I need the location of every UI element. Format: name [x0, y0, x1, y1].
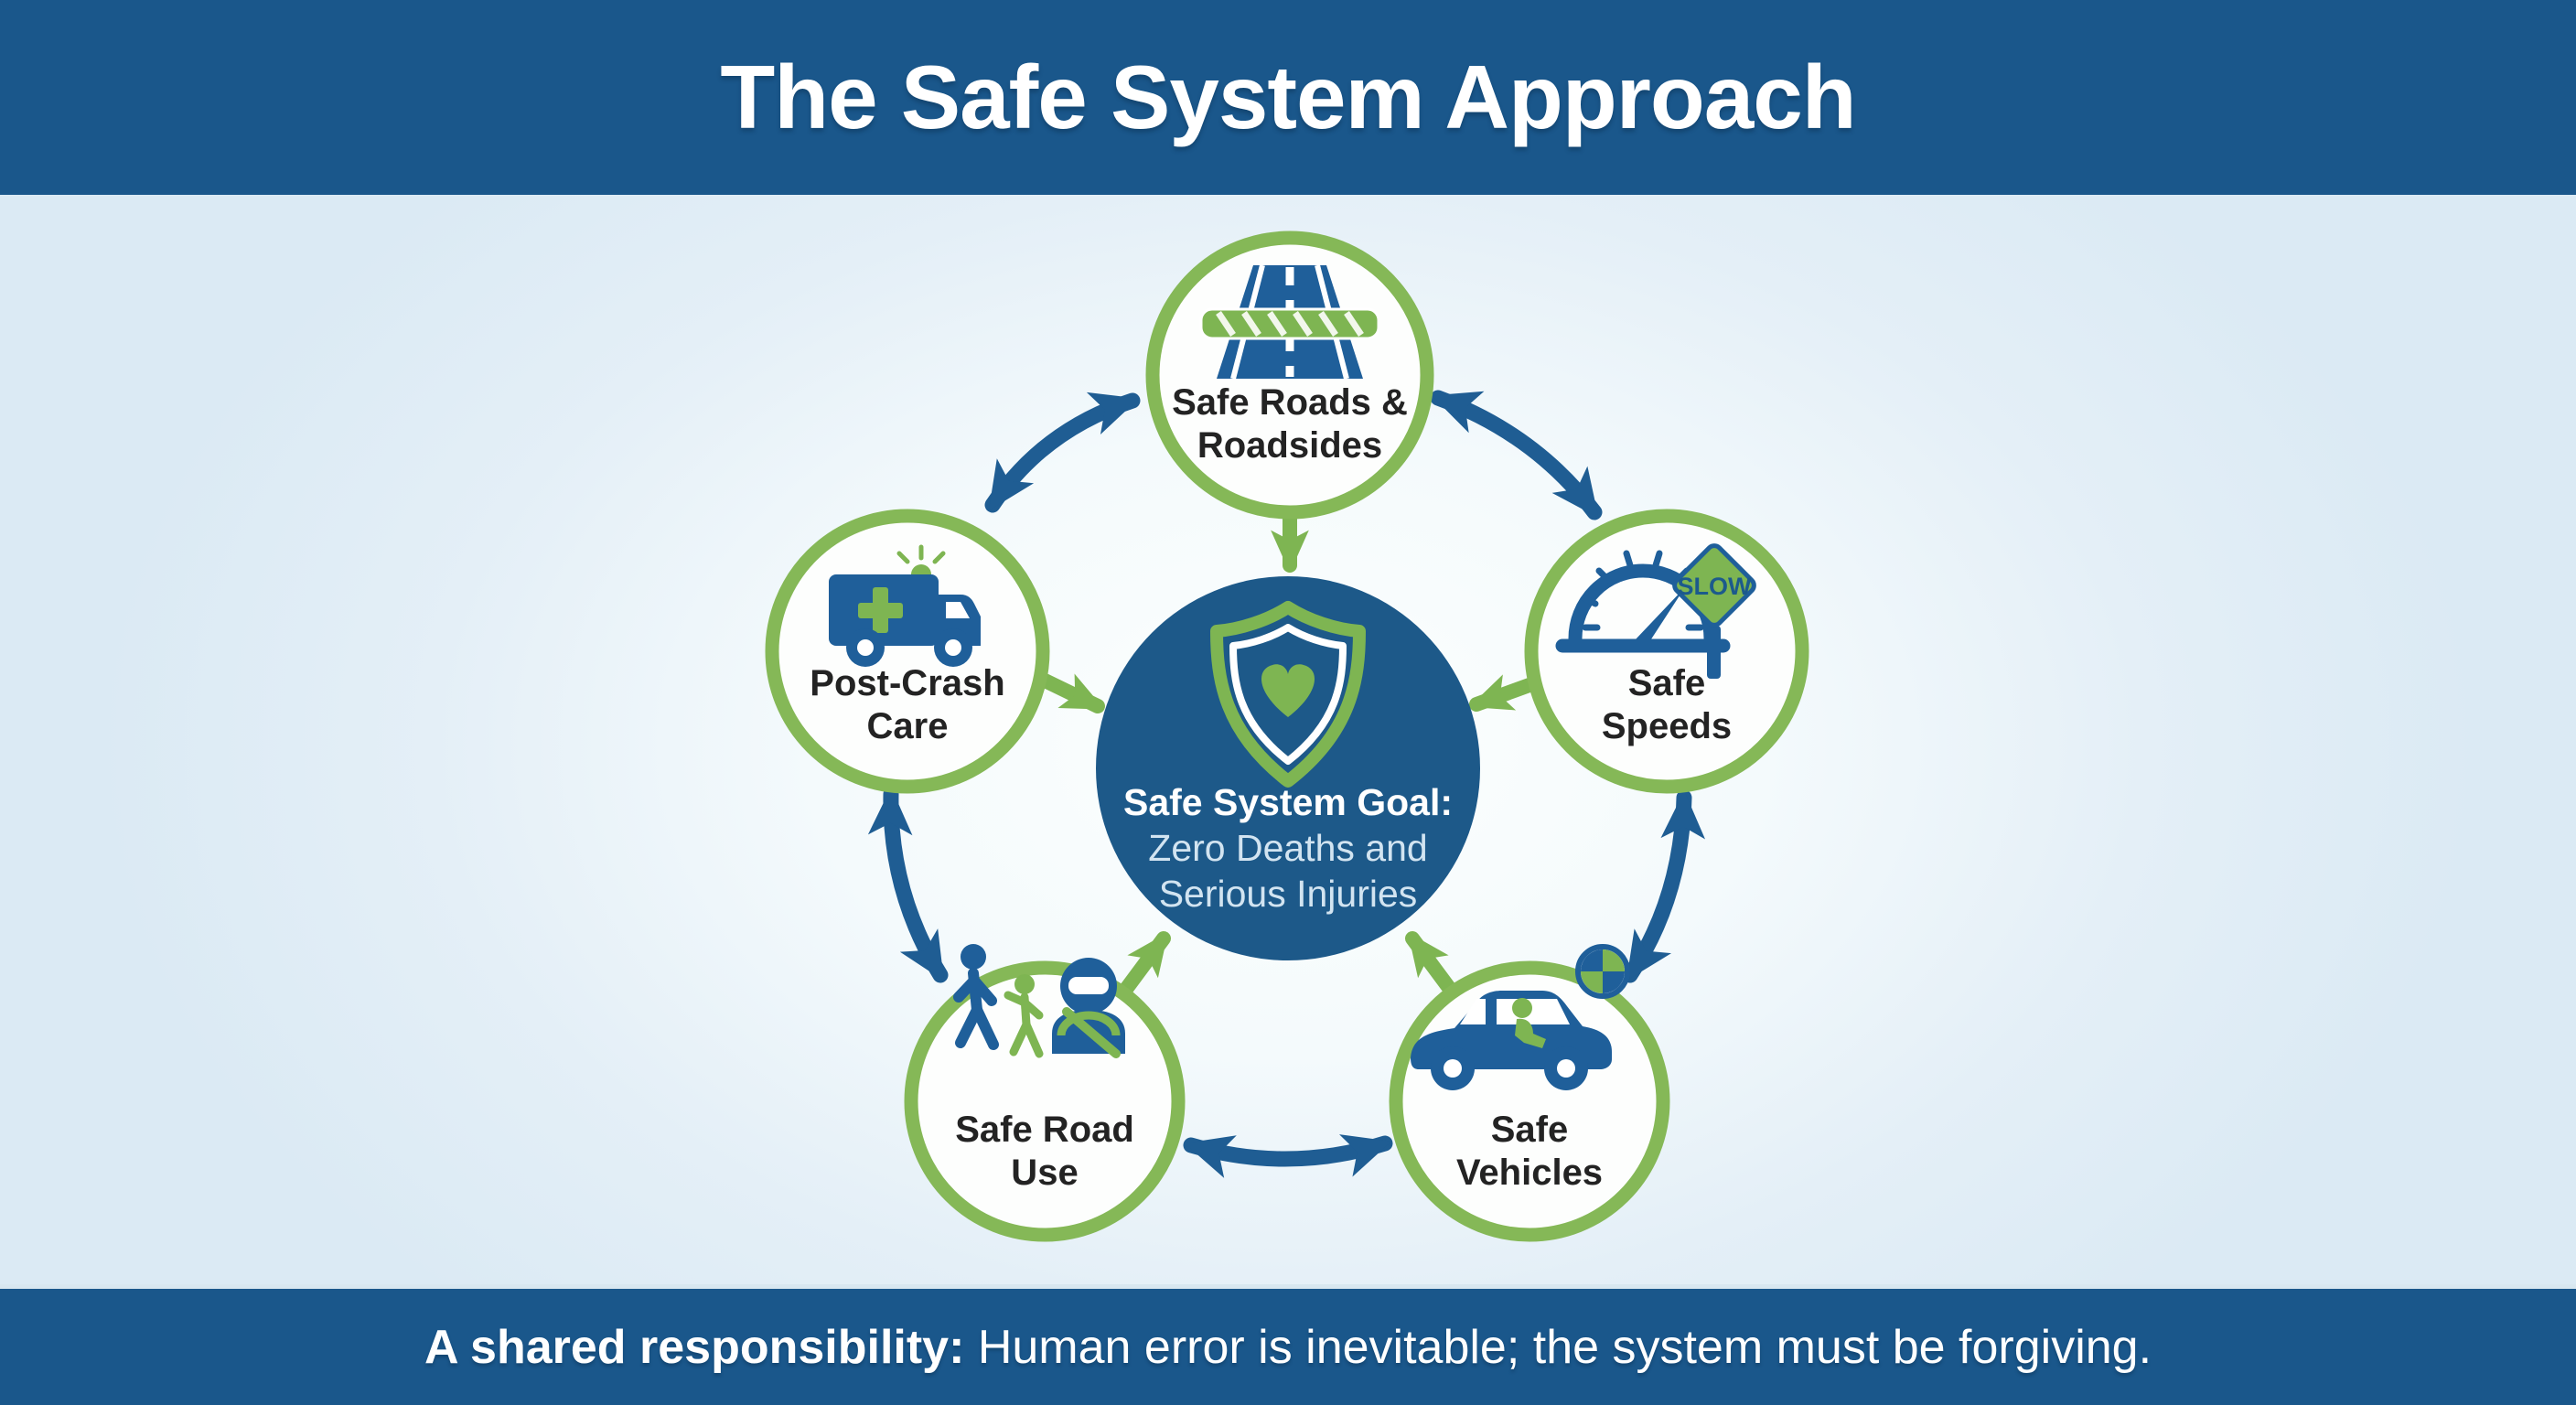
siren-light-icon [896, 544, 946, 574]
label-safe-roads-line2: Roadsides [1197, 425, 1383, 466]
steering-wheel-icon [1057, 1011, 1121, 1036]
adult-pedestrian-icon [953, 944, 999, 1050]
goal-title: Safe System Goal: [1122, 781, 1454, 823]
label-safe-vehicles-line2: Vehicles [1455, 1153, 1604, 1193]
highway-guardrail-icon [1199, 264, 1380, 380]
seatbelt-icon [1062, 1007, 1121, 1058]
circle-safe-road-use [904, 960, 1186, 1242]
footer-tagline: A shared responsibility: Human error is … [424, 1320, 2152, 1375]
ambulance-icon [829, 544, 981, 667]
green-arrow-vehicles-center [1405, 931, 1462, 1003]
label-safe-speeds-line2: Speeds [1601, 706, 1733, 746]
helmet-driver-icon [1052, 958, 1125, 1058]
label-safe-system-goal: Safe System Goal: Zero Deaths and Seriou… [1123, 779, 1453, 917]
passenger-icon [1512, 998, 1546, 1048]
goal-line2: Serious Injuries [1158, 873, 1418, 915]
arrow-roaduse-vehicles [1183, 1134, 1393, 1178]
header-band: The Safe System Approach [0, 0, 2576, 195]
crash-test-symbol-icon [1575, 944, 1630, 999]
heart-icon [1261, 664, 1315, 717]
green-arrow-roaduse-center [1114, 931, 1171, 1003]
label-post-crash-care-line2: Care [866, 706, 949, 746]
arrow-postcrash-roads [984, 391, 1141, 513]
slow-sign-text: SLOW [1678, 573, 1753, 600]
child-pedestrian-icon [1004, 974, 1044, 1058]
goal-line1: Zero Deaths and [1148, 827, 1428, 869]
green-arrow-speeds-center [1469, 674, 1544, 712]
footer-tagline-rest: Human error is inevitable; the system mu… [964, 1320, 2152, 1374]
label-safe-roads-line1: Safe Roads & [1172, 382, 1408, 423]
label-safe-road-use-line1: Safe Road [955, 1110, 1134, 1150]
arrow-postcrash-roaduse [867, 786, 949, 983]
label-safe-vehicles: Safe Vehicles [1456, 1109, 1603, 1195]
needle-icon [1635, 587, 1685, 648]
label-safe-vehicles-line1: Safe [1490, 1110, 1569, 1150]
page-title: The Safe System Approach [720, 47, 1856, 147]
label-post-crash-care-line1: Post-Crash [810, 663, 1005, 703]
slow-sign-icon: SLOW [1672, 543, 1756, 679]
footer-band: A shared responsibility: Human error is … [0, 1284, 2576, 1405]
car-crash-test-icon [1411, 944, 1630, 1090]
arrow-speeds-vehicles [1622, 789, 1706, 983]
label-safe-speeds: Safe Speeds [1602, 662, 1732, 748]
green-arrow-postcrash-center [1030, 670, 1105, 713]
pedestrians-helmet-icon [953, 944, 1125, 1058]
label-safe-road-use: Safe Road Use [955, 1109, 1134, 1195]
label-safe-roads: Safe Roads & Roadsides [1172, 381, 1408, 467]
label-safe-road-use-line2: Use [1011, 1153, 1079, 1193]
label-safe-speeds-line1: Safe [1627, 663, 1706, 703]
shield-heart-icon [1210, 601, 1366, 788]
footer-tagline-bold: A shared responsibility: [424, 1320, 965, 1374]
label-post-crash-care: Post-Crash Care [810, 662, 1004, 748]
medical-cross-icon [858, 587, 903, 633]
arrow-roads-speeds [1430, 390, 1603, 520]
